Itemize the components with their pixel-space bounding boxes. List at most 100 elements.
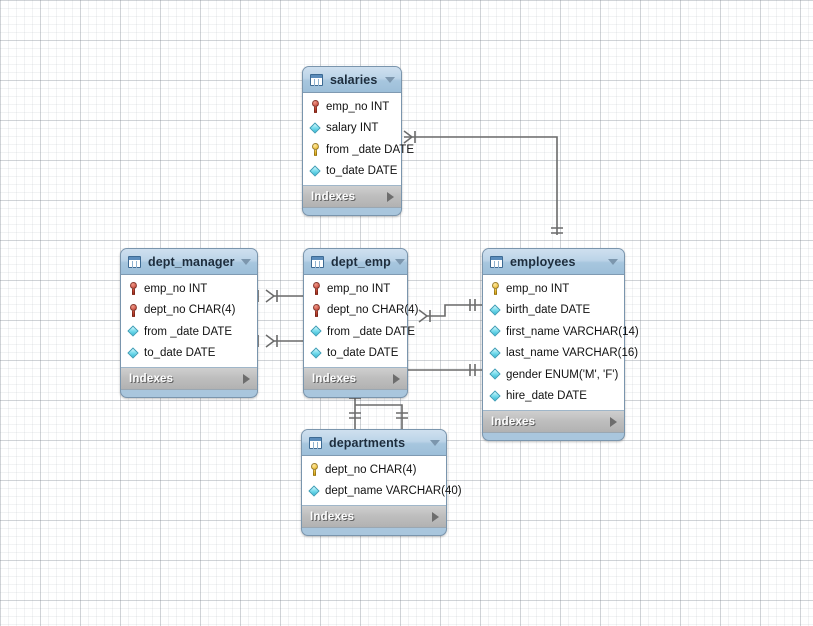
chevron-right-icon[interactable] bbox=[393, 373, 400, 384]
field-label: dept_name VARCHAR(40) bbox=[325, 485, 462, 498]
key-index-icon bbox=[310, 143, 321, 157]
field-label: emp_no INT bbox=[506, 282, 570, 295]
relationship-deptemp-employees-lower bbox=[408, 364, 482, 376]
field-label: birth_date DATE bbox=[506, 304, 591, 317]
table-icon bbox=[311, 255, 324, 268]
table-departments[interactable]: departments dept_no CHAR(4) dept_name VARC… bbox=[301, 429, 462, 536]
diamond-column-icon bbox=[489, 304, 501, 317]
field-row[interactable]: dept_no CHAR(4) bbox=[304, 300, 418, 322]
field-label: emp_no INT bbox=[144, 282, 208, 295]
chevron-right-icon[interactable] bbox=[243, 373, 250, 384]
diamond-column-icon bbox=[310, 347, 322, 360]
table-fields-employees: emp_no INT birth_date DATE first_name VARC… bbox=[483, 275, 639, 411]
field-label: dept_no CHAR(4) bbox=[325, 463, 417, 476]
diamond-column-icon bbox=[489, 368, 501, 381]
indexes-section-dept_manager[interactable]: Indexes bbox=[121, 368, 257, 390]
chevron-right-icon[interactable] bbox=[387, 191, 394, 202]
chevron-right-icon[interactable] bbox=[610, 416, 617, 427]
table-title: departments bbox=[329, 435, 406, 450]
field-row[interactable]: dept_no CHAR(4) bbox=[121, 300, 257, 322]
diamond-column-icon bbox=[127, 347, 139, 360]
table-icon bbox=[490, 255, 503, 268]
field-row[interactable]: gender ENUM('M', 'F') bbox=[483, 364, 624, 386]
field-label: emp_no INT bbox=[327, 282, 391, 295]
key-pk-icon bbox=[310, 100, 321, 114]
field-row[interactable]: dept_name VARCHAR(40) bbox=[302, 481, 462, 503]
field-row[interactable]: emp_no INT bbox=[121, 278, 257, 300]
field-label: from _date DATE bbox=[326, 143, 414, 156]
relationship-deptemp-departments-right bbox=[355, 404, 408, 429]
table-fields-salaries: emp_no INT salary INT from _date DATE to_da… bbox=[303, 93, 414, 186]
field-row[interactable]: emp_no INT bbox=[483, 278, 624, 300]
field-label: emp_no INT bbox=[326, 100, 390, 113]
table-fields-dept_emp: emp_no INT dept_no CHAR(4) from _date DATE… bbox=[304, 275, 418, 368]
table-header-dept_emp[interactable]: dept_emp bbox=[304, 249, 407, 275]
indexes-label: Indexes bbox=[491, 415, 536, 428]
field-row[interactable]: from _date DATE bbox=[304, 321, 415, 343]
field-row[interactable]: emp_no INT bbox=[304, 278, 407, 300]
field-row[interactable]: first_name VARCHAR(14) bbox=[483, 321, 639, 343]
table-title: dept_manager bbox=[148, 254, 235, 269]
chevron-right-icon[interactable] bbox=[432, 511, 439, 522]
key-pk-icon bbox=[128, 282, 139, 296]
field-label: to_date DATE bbox=[326, 165, 398, 178]
chevron-down-icon[interactable] bbox=[394, 258, 405, 265]
field-row[interactable]: emp_no INT bbox=[303, 96, 401, 118]
field-label: to_date DATE bbox=[144, 347, 216, 360]
field-row[interactable]: to_date DATE bbox=[121, 343, 257, 365]
chevron-down-icon[interactable] bbox=[385, 76, 395, 83]
field-row[interactable]: from _date DATE bbox=[121, 321, 257, 343]
field-label: first_name VARCHAR(14) bbox=[506, 325, 639, 338]
key-pk-icon bbox=[311, 282, 322, 296]
field-row[interactable]: birth_date DATE bbox=[483, 300, 624, 322]
field-label: dept_no CHAR(4) bbox=[144, 304, 236, 317]
diamond-column-icon bbox=[309, 165, 321, 178]
field-label: from _date DATE bbox=[144, 325, 232, 338]
table-icon bbox=[310, 73, 323, 86]
indexes-section-salaries[interactable]: Indexes bbox=[303, 186, 401, 208]
table-icon bbox=[309, 436, 322, 449]
field-label: last_name VARCHAR(16) bbox=[506, 347, 639, 360]
diamond-column-icon bbox=[489, 347, 501, 360]
table-salaries[interactable]: salaries emp_no INT salary INT from _date D… bbox=[302, 66, 414, 216]
indexes-label: Indexes bbox=[310, 510, 355, 523]
field-label: from _date DATE bbox=[327, 325, 415, 338]
field-row[interactable]: to_date DATE bbox=[304, 343, 407, 365]
key-index-icon bbox=[309, 463, 320, 477]
indexes-label: Indexes bbox=[129, 372, 174, 385]
field-row[interactable]: last_name VARCHAR(16) bbox=[483, 343, 638, 365]
field-row[interactable]: salary INT bbox=[303, 118, 401, 140]
diamond-column-icon bbox=[309, 122, 321, 135]
indexes-section-departments[interactable]: Indexes bbox=[302, 506, 446, 528]
field-label: dept_no CHAR(4) bbox=[327, 304, 419, 317]
chevron-down-icon[interactable] bbox=[430, 439, 440, 446]
table-dept_manager[interactable]: dept_manager emp_no INT dept_no CHAR(4) fro… bbox=[120, 248, 258, 398]
chevron-down-icon[interactable] bbox=[241, 258, 251, 265]
table-fields-dept_manager: emp_no INT dept_no CHAR(4) from _date DATE… bbox=[121, 275, 257, 368]
field-row[interactable]: dept_no CHAR(4) bbox=[302, 459, 446, 481]
table-header-employees[interactable]: employees bbox=[483, 249, 624, 275]
field-label: hire_date DATE bbox=[506, 390, 587, 403]
indexes-section-dept_emp[interactable]: Indexes bbox=[304, 368, 407, 390]
table-header-departments[interactable]: departments bbox=[302, 430, 446, 456]
field-row[interactable]: from _date DATE bbox=[303, 139, 414, 161]
relationship-deptmanager-deptemp-upper bbox=[257, 289, 303, 303]
key-index-icon bbox=[490, 282, 501, 296]
field-label: salary INT bbox=[326, 122, 379, 135]
table-header-salaries[interactable]: salaries bbox=[303, 67, 401, 93]
diamond-column-icon bbox=[127, 325, 139, 338]
field-row[interactable]: hire_date DATE bbox=[483, 386, 624, 408]
chevron-down-icon[interactable] bbox=[608, 258, 618, 265]
field-label: to_date DATE bbox=[327, 347, 399, 360]
indexes-label: Indexes bbox=[311, 190, 356, 203]
indexes-section-employees[interactable]: Indexes bbox=[483, 411, 624, 433]
diamond-column-icon bbox=[310, 325, 322, 338]
table-title: employees bbox=[510, 254, 576, 269]
diamond-column-icon bbox=[308, 485, 320, 498]
table-dept_emp[interactable]: dept_emp emp_no INT dept_no CHAR(4) from _d… bbox=[303, 248, 418, 398]
table-header-dept_manager[interactable]: dept_manager bbox=[121, 249, 257, 275]
table-title: salaries bbox=[330, 72, 378, 87]
table-employees[interactable]: employees emp_no INT birth_date DATE first_… bbox=[482, 248, 639, 441]
field-row[interactable]: to_date DATE bbox=[303, 161, 401, 183]
